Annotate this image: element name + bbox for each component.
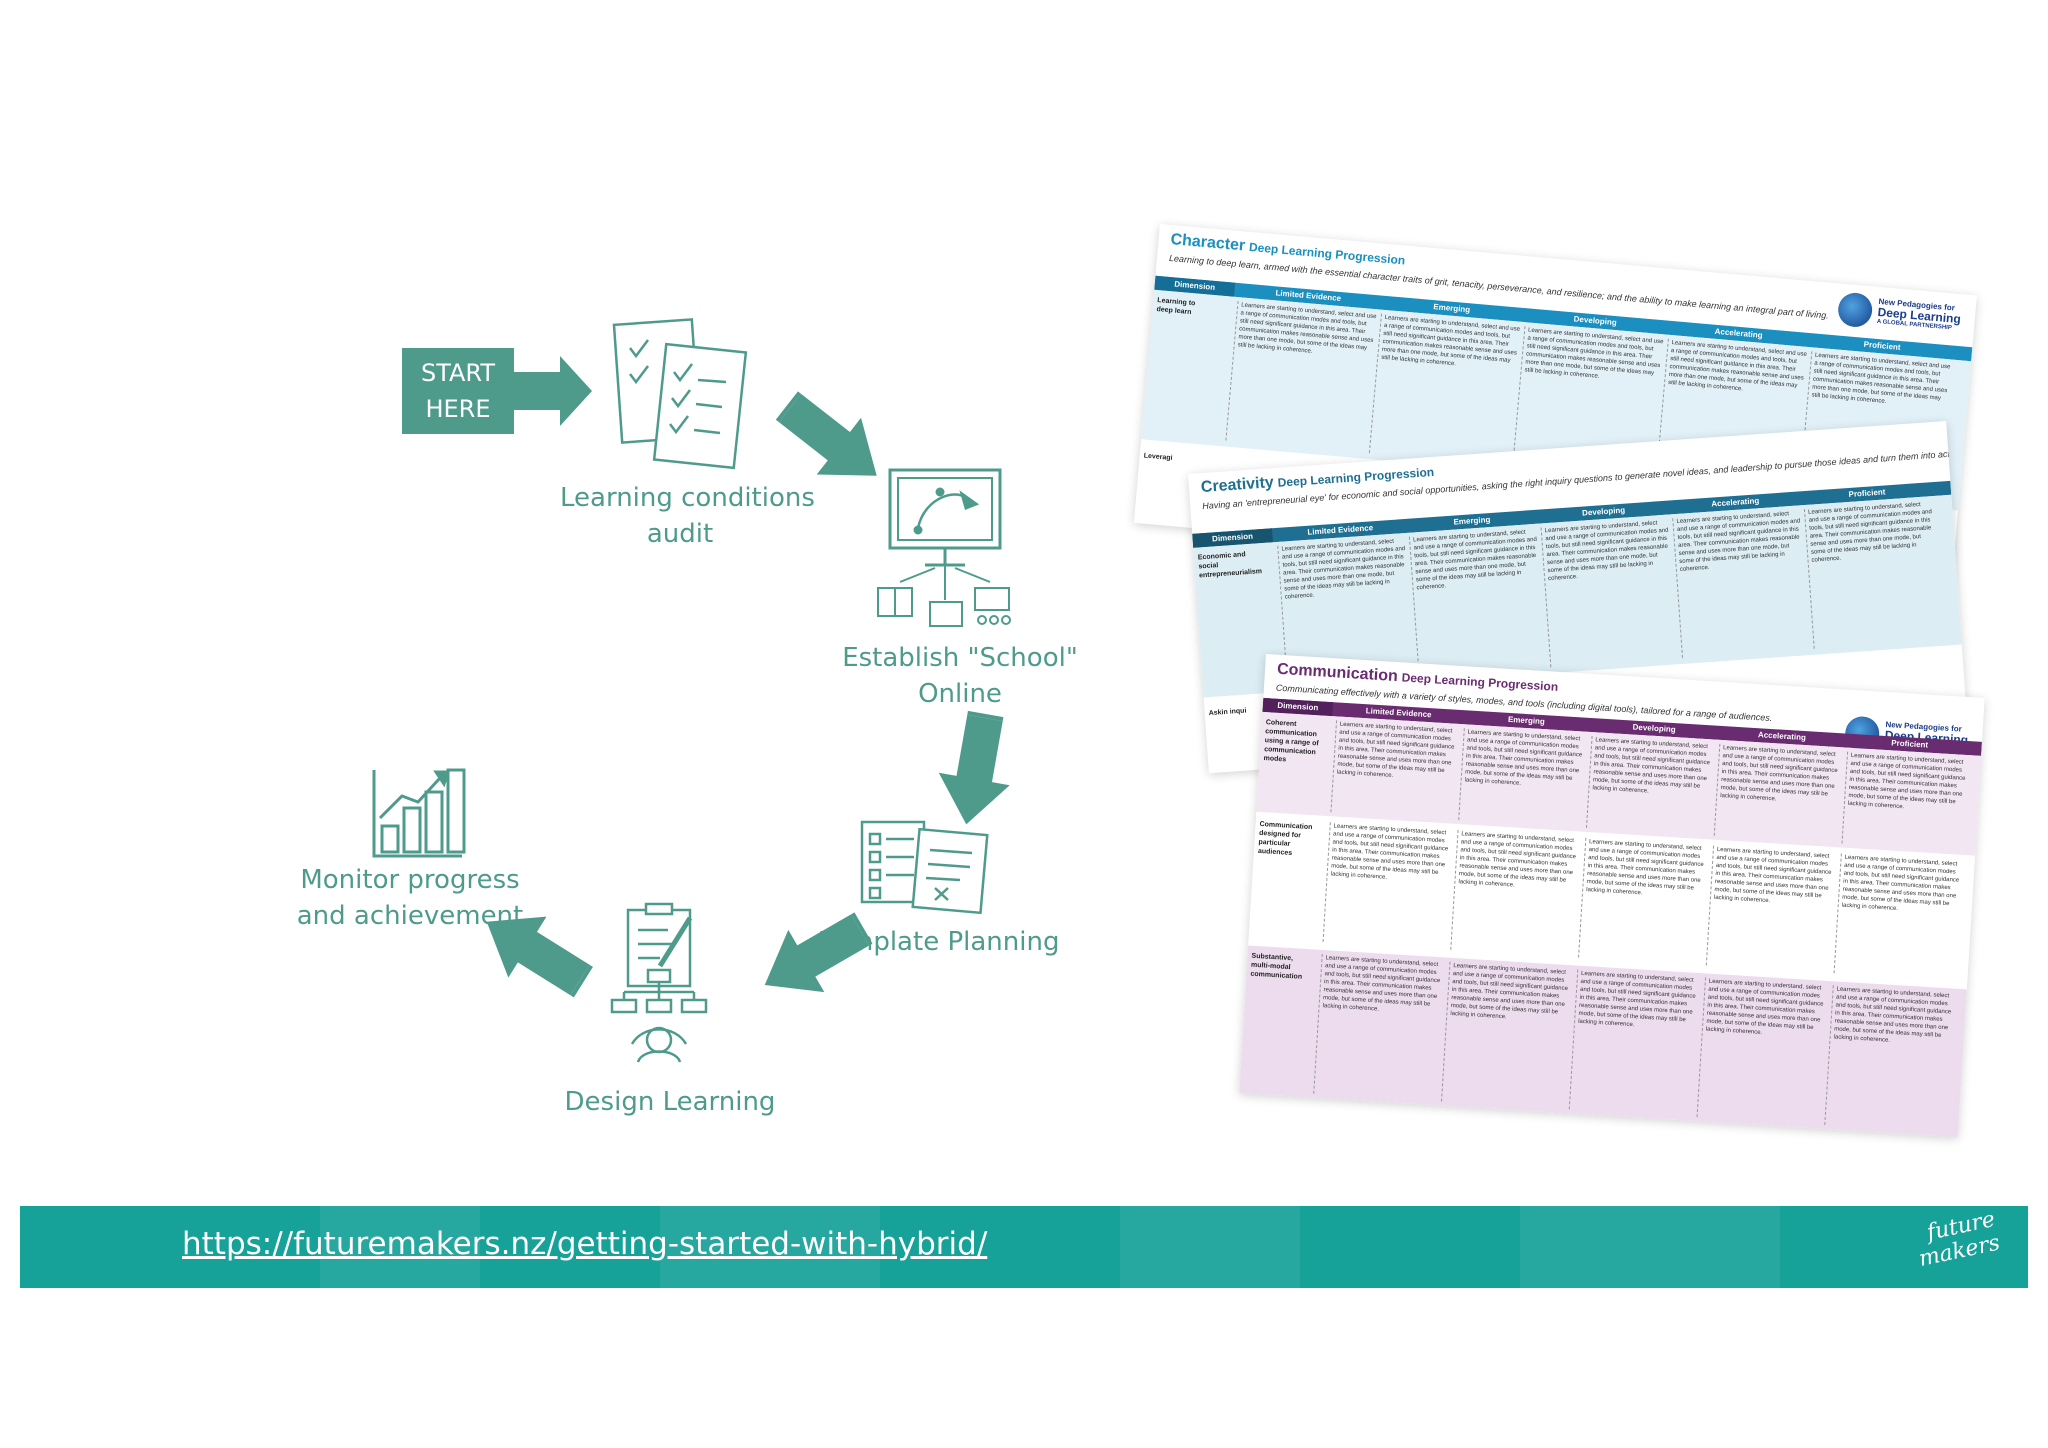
creativity-title: Creativity <box>1200 474 1275 497</box>
arrow-down-left-icon <box>764 907 882 993</box>
creativity-cell: Learners are starting to understand, sel… <box>1672 509 1810 658</box>
communication-row2-label: Communication designed for particular au… <box>1257 820 1313 857</box>
communication-subtitle: Deep Learning Progression <box>1401 670 1559 694</box>
monitor-online-icon <box>877 468 1011 627</box>
label-monitor-line2: and achievement <box>296 901 524 931</box>
start-line1: START <box>420 359 496 387</box>
start-here-box: START HERE <box>402 348 514 434</box>
futuremakers-logo: future makers <box>1912 1207 2003 1272</box>
character-title: Character <box>1169 231 1246 255</box>
label-audit-line2: audit <box>646 519 714 549</box>
communication-title: Communication <box>1276 660 1399 686</box>
arrow-right-icon <box>510 356 592 426</box>
character-cell: Learners are starting to understand, sel… <box>1368 313 1521 466</box>
checklist-icon <box>612 318 748 470</box>
arrow-up-left-icon <box>486 916 602 1003</box>
communication-cell: Learners are starting to understand, sel… <box>1568 969 1702 1117</box>
label-template-planning: Template Planning <box>820 924 1060 960</box>
communication-cell: Learners are starting to understand, sel… <box>1458 728 1588 828</box>
communication-cell: Learners are starting to understand, sel… <box>1313 953 1446 1102</box>
creativity-cell: Learners are starting to understand, sel… <box>1408 527 1547 677</box>
label-online-line1: Establish "School" <box>842 643 1078 673</box>
character-row2-label: Leveragi <box>1143 452 1173 462</box>
communication-cell: Learners are starting to understand, sel… <box>1705 845 1837 974</box>
communication-row3-label: Substantive, multi-modal communication <box>1250 952 1303 981</box>
communication-cell: Learners are starting to understand, sel… <box>1578 837 1710 966</box>
communication-cell: Learners are starting to understand, sel… <box>1696 977 1829 1125</box>
communication-row1-label: Coherent communication using a range of … <box>1263 719 1319 764</box>
communication-cell: Learners are starting to understand, sel… <box>1322 822 1454 950</box>
bar-chart-growth-icon <box>372 768 466 858</box>
character-cell: Learners are starting to understand, sel… <box>1225 301 1378 453</box>
template-planning-icon <box>860 820 989 915</box>
creativity-cell: Learners are starting to understand, sel… <box>1803 500 1942 649</box>
communication-cell: Learners are starting to understand, sel… <box>1824 985 1957 1133</box>
arrow-down-right-icon <box>767 385 877 476</box>
communication-cell: Learners are starting to understand, sel… <box>1330 720 1460 820</box>
start-line2: HERE <box>425 395 491 423</box>
label-design-learning: Design Learning <box>560 1084 780 1120</box>
character-row1-label: Learning to deep learn <box>1156 297 1196 317</box>
design-learning-icon <box>610 902 708 1063</box>
hybrid-guide-link[interactable]: https://futuremakers.nz/getting-started-… <box>182 1226 988 1262</box>
label-monitor-progress: Monitor progress and achievement <box>290 862 530 934</box>
communication-cell: Learners are starting to understand, sel… <box>1833 853 1965 981</box>
creativity-row2-label: Askin inqui <box>1208 707 1247 718</box>
communication-cell: Learners are starting to understand, sel… <box>1441 961 1574 1110</box>
label-establish-school-online: Establish "School" Online <box>840 640 1080 712</box>
communication-cell: Learners are starting to understand, sel… <box>1585 736 1716 836</box>
communication-cell: Learners are starting to understand, sel… <box>1841 751 1971 852</box>
communication-cell: Learners are starting to understand, sel… <box>1450 830 1582 958</box>
label-learning-conditions-audit: Learning conditions audit <box>560 480 815 552</box>
label-monitor-line1: Monitor progress <box>300 865 520 895</box>
label-online-line2: Online <box>918 679 1002 709</box>
globe-icon <box>1836 291 1874 329</box>
creativity-cell: Learners are starting to understand, sel… <box>1540 518 1679 668</box>
label-audit-line1: Learning conditions <box>560 483 815 513</box>
footer-banner: https://futuremakers.nz/getting-started-… <box>20 1206 2028 1288</box>
label-design-line1: Design Learning <box>564 1087 776 1117</box>
arrow-down-icon <box>938 701 1010 825</box>
communication-cell: Learners are starting to understand, sel… <box>1713 743 1844 844</box>
label-template-line1: Template Planning <box>820 927 1060 957</box>
creativity-row1-label: Economic and social entrepreneurialism <box>1197 551 1263 580</box>
npdl-logo: New Pedagogies for Deep Learning A GLOBA… <box>1836 291 1962 334</box>
